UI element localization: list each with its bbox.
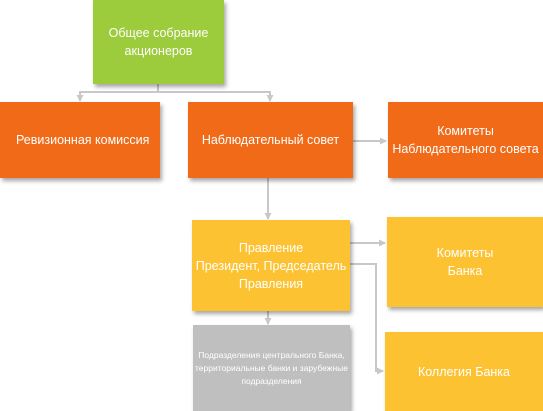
edge-shareholders-audit (76, 84, 159, 102)
label-line: Наблюдательный совет (201, 133, 340, 147)
node-supervisory-board: Наблюдательный совет (188, 102, 353, 178)
label-line: акционеров (124, 44, 193, 58)
edge-management-collegium (350, 263, 384, 375)
node-shareholders-meeting-label: Общее собрание акционеров (109, 24, 209, 60)
label-line: Общее собрание (108, 26, 209, 40)
node-divisions: Подразделения центрального Банка, террито… (193, 325, 350, 411)
node-bank-collegium-label: Коллегия Банка (418, 363, 510, 381)
node-divisions-label: Подразделения центрального Банка, террито… (195, 349, 348, 388)
label-line: Банка (447, 264, 483, 278)
node-bank-collegium: Коллегия Банка (385, 332, 543, 411)
node-audit-commission: Ревизионная комиссия (0, 102, 160, 178)
label-line: Президент, Председатель (195, 258, 347, 273)
label-line: Наблюдательного совета (392, 142, 539, 156)
node-supervisory-board-label: Наблюдательный совет (202, 131, 339, 149)
label-line: Коллегия Банка (417, 364, 511, 379)
label-line: Правление (238, 240, 304, 255)
node-shareholders-meeting: Общее собрание акционеров (93, 0, 224, 84)
node-audit-commission-label: Ревизионная комиссия (16, 131, 149, 149)
label-line: подразделения (241, 375, 302, 386)
label-line: Ревизионная комиссия (16, 133, 150, 147)
label-line: Комитеты (436, 246, 494, 260)
label-line: Комитеты (437, 124, 494, 138)
label-line: Подразделения центрального Банка, (198, 349, 345, 360)
label-line: Правления (238, 276, 304, 291)
label-line: территориальные банки и зарубежные (195, 362, 348, 373)
edge-shareholders-board (158, 91, 274, 102)
